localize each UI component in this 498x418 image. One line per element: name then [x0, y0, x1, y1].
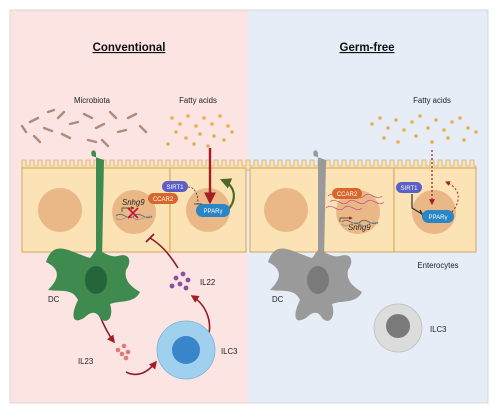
- microbiota-label: Microbiota: [74, 96, 111, 105]
- il23-label: IL23: [78, 357, 93, 366]
- fatty-acids-left-dots: [166, 114, 234, 148]
- dna-strand-left-2: [115, 215, 153, 221]
- sirt1-inhibition-left: [187, 186, 199, 205]
- ccar2-pill-right: [332, 188, 362, 199]
- ccar2-label-right: CCAR2: [337, 192, 358, 198]
- ilc3-label-left: ILC3: [221, 347, 237, 356]
- fatty-acids-right-dots: [370, 114, 478, 144]
- il22-label: IL22: [200, 278, 215, 287]
- ccar2-label-left: CCAR2: [153, 197, 174, 203]
- gene-tss-arrow-left: [121, 206, 135, 212]
- ilc3-label-right: ILC3: [430, 325, 446, 334]
- dna-strand-right-2: [341, 221, 379, 227]
- dendritic-cell-left: [46, 150, 140, 321]
- ppar-pill-left: [196, 204, 230, 217]
- dc-label-left: DC: [48, 295, 60, 304]
- ppar-feedback-arrow-right: [445, 181, 459, 213]
- sirt1-label-right: SIRT1: [401, 186, 419, 192]
- il23-to-ilc3-arrow: [125, 360, 157, 376]
- il22-inhibition-path: [149, 237, 179, 269]
- il22-inhibition-bar: [145, 233, 155, 243]
- repression-cross-left: [127, 207, 139, 219]
- enterocytes-label: Enterocytes: [417, 261, 458, 270]
- dna-strand-right: [341, 219, 379, 225]
- ppar-label-right: PPARγ: [429, 215, 448, 221]
- gene-label-right: Snhg9: [348, 223, 371, 232]
- ilc3-nucleus-left: [172, 336, 200, 364]
- il22-cytokines: [169, 271, 191, 291]
- conventional-title: Conventional: [93, 42, 166, 54]
- fatty-acids-left-label: Fatty acids: [179, 96, 217, 105]
- germfree-title: Germ-free: [340, 42, 395, 54]
- il23-cytokines: [115, 343, 131, 361]
- figure-border: [9, 9, 489, 404]
- fatty-acids-right-label: Fatty acids: [413, 96, 451, 105]
- ilc3-nucleus-right: [386, 314, 410, 338]
- microbiota-cluster: [20, 108, 148, 148]
- dc-label-right: DC: [272, 295, 284, 304]
- sirt1-inhibition-right: [411, 194, 423, 215]
- dna-strand-left: [115, 213, 153, 219]
- ppar-label-left: PPARγ: [204, 209, 223, 215]
- sirt1-label-left: SIRT1: [167, 185, 185, 191]
- dendritic-cell-right: [268, 150, 362, 321]
- sirt1-pill-left: [162, 181, 188, 192]
- sirt1-pill-right: [396, 182, 422, 193]
- gene-label-left: Snhg9: [122, 198, 145, 207]
- ppar-pill-right: [422, 210, 454, 223]
- ccar2-pill-left: [148, 193, 178, 204]
- gene-tss-arrow-right: [339, 216, 353, 222]
